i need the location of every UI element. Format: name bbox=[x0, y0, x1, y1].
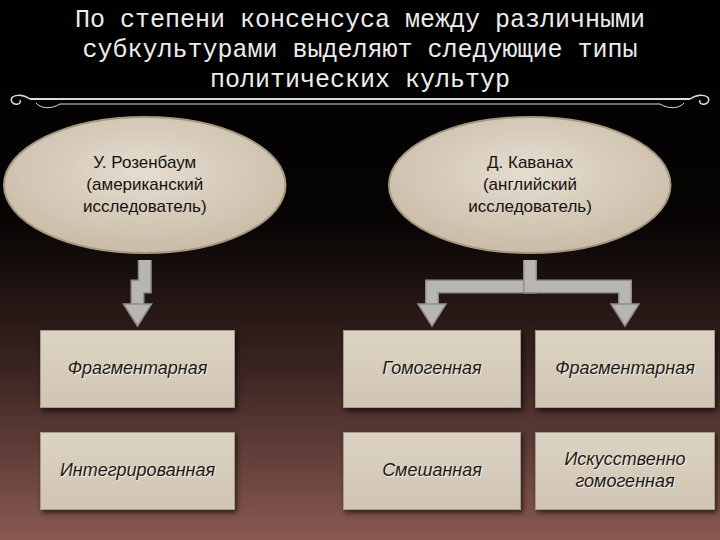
arrow-head bbox=[611, 304, 639, 326]
node-text-wrap: Фрагментарная bbox=[543, 358, 707, 380]
author-ellipse: Д. Каванах(английский исследователь) bbox=[387, 115, 673, 255]
diagram-title: По степени консенсуса между различными с… bbox=[20, 6, 700, 96]
arrow-shaft-outline bbox=[530, 260, 625, 305]
node-label: Искусственно гомогенная bbox=[543, 449, 707, 492]
arrow-shaft bbox=[530, 260, 625, 305]
ornament-line bbox=[30, 98, 690, 100]
ellipse-shape bbox=[4, 117, 286, 253]
author-ellipse: У. Розенбаум(американский исследователь) bbox=[2, 115, 288, 255]
type-box: Интегрированная bbox=[40, 432, 235, 510]
arrow-shaft-outline bbox=[138, 260, 145, 305]
ornament-curl bbox=[660, 103, 684, 108]
node-text-wrap: Фрагментарная bbox=[48, 358, 227, 380]
node-text-wrap: Интегрированная bbox=[48, 460, 227, 482]
title-ornament bbox=[11, 95, 709, 107]
arrow-shaft bbox=[432, 260, 530, 305]
node-label: Фрагментарная bbox=[48, 358, 227, 380]
ornament-curl bbox=[11, 95, 30, 104]
node-label: Фрагментарная bbox=[543, 358, 707, 380]
ornament-line bbox=[60, 104, 660, 105]
type-box: Смешанная bbox=[343, 432, 521, 510]
node-label: Смешанная bbox=[351, 460, 513, 482]
type-box: Искусственно гомогенная bbox=[535, 432, 715, 510]
node-text-wrap: У. Розенбаум(американский исследователь) bbox=[50, 152, 240, 218]
arrow-head bbox=[418, 304, 446, 326]
node-text-wrap: Смешанная bbox=[351, 460, 513, 482]
arrow-head bbox=[124, 304, 152, 326]
node-text-wrap: Искусственно гомогенная bbox=[543, 449, 707, 492]
node-text-wrap: Гомогенная bbox=[351, 358, 513, 380]
arrow-connector bbox=[530, 260, 639, 326]
ellipse-shape bbox=[389, 117, 671, 253]
node-label: (американский исследователь) bbox=[50, 174, 240, 218]
node-label: Гомогенная bbox=[351, 358, 513, 380]
arrow-shaft-outline bbox=[432, 260, 530, 305]
ornament-curl bbox=[36, 103, 60, 108]
type-box: Гомогенная bbox=[343, 330, 521, 408]
arrow-shaft bbox=[138, 260, 145, 305]
node-label: Д. Каванах bbox=[435, 152, 625, 174]
node-label: У. Розенбаум bbox=[50, 152, 240, 174]
type-box: Фрагментарная bbox=[535, 330, 715, 408]
title-text: По степени консенсуса между различными с… bbox=[20, 6, 700, 96]
ornament-curl bbox=[690, 95, 709, 104]
arrow-connector bbox=[418, 260, 530, 326]
type-box: Фрагментарная bbox=[40, 330, 235, 408]
node-text-wrap: Д. Каванах(английский исследователь) bbox=[435, 152, 625, 218]
node-label: Интегрированная bbox=[48, 460, 227, 482]
arrow-connector bbox=[124, 260, 152, 326]
node-label: (английский исследователь) bbox=[435, 174, 625, 218]
